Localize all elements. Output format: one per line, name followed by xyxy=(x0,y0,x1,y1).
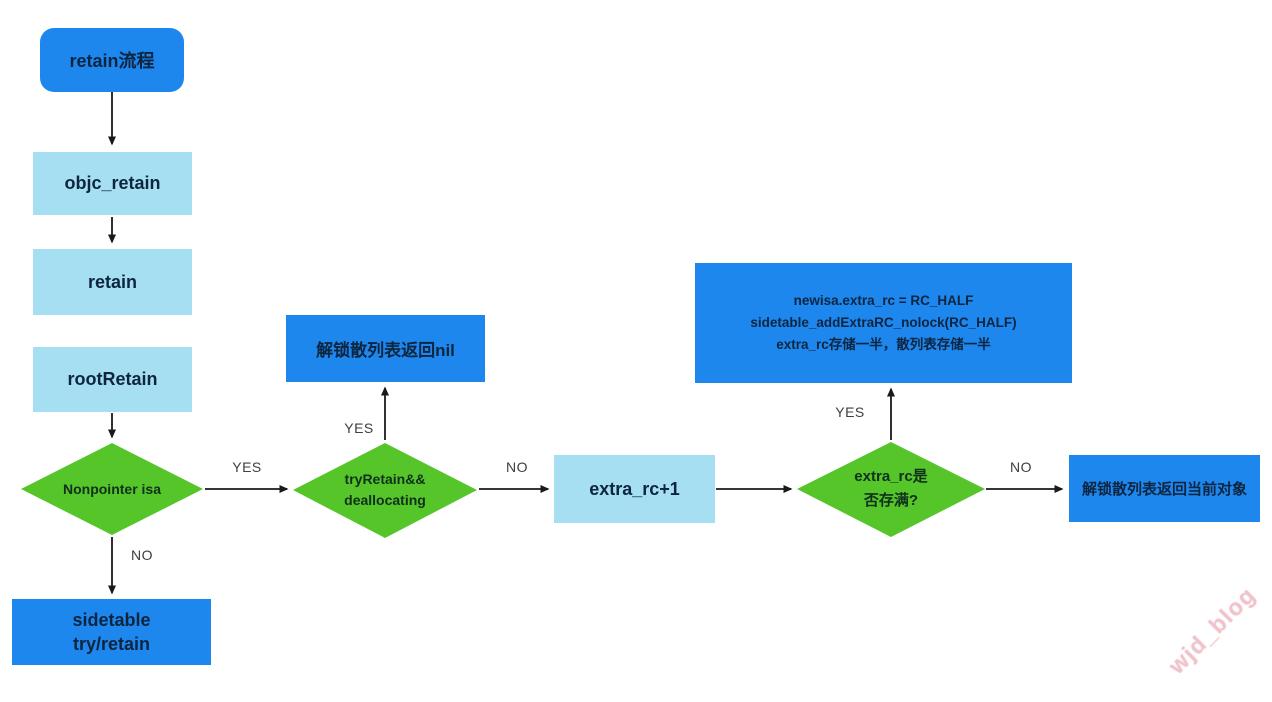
node-root-retain-label: rootRetain xyxy=(67,369,158,389)
edge-label-nonpointer-no: NO xyxy=(131,547,153,563)
node-objc-retain-label: objc_retain xyxy=(64,173,161,193)
diamond-nonpointer-isa xyxy=(21,443,203,535)
node-extra-rc-plus-1-label: extra_rc+1 xyxy=(589,478,680,499)
node-start-retain-flow: retain流程 xyxy=(40,28,184,92)
diamond-extra-rc-full xyxy=(797,442,985,537)
diamond-try-retain-deallocating xyxy=(293,443,477,538)
edge-label-deallocating-no: NO xyxy=(506,459,528,475)
node-unlock-return-nil: 解锁散列表返回nil xyxy=(286,315,485,382)
node-store-half-label: newisa.extra_rc = RC_HALF sidetable_addE… xyxy=(750,292,1017,353)
node-extra-rc-plus-1: extra_rc+1 xyxy=(554,455,715,523)
node-objc-retain: objc_retain xyxy=(33,152,192,215)
node-retain: retain xyxy=(33,249,192,315)
edge-label-full-no: NO xyxy=(1010,459,1032,475)
edge-label-deallocating-yes: YES xyxy=(344,420,374,436)
node-root-retain: rootRetain xyxy=(33,347,192,412)
node-start-label: retain流程 xyxy=(69,51,155,71)
node-unlock-return-nil-label: 解锁散列表返回nil xyxy=(316,341,455,360)
edge-label-nonpointer-yes: YES xyxy=(232,459,262,475)
node-retain-label: retain xyxy=(87,271,138,292)
node-sidetable-try-retain-label: sidetable try/retain xyxy=(72,609,151,654)
node-store-half: newisa.extra_rc = RC_HALF sidetable_addE… xyxy=(695,263,1072,383)
edge-label-full-yes: YES xyxy=(835,404,865,420)
node-sidetable-try-retain: sidetable try/retain xyxy=(12,599,211,665)
node-unlock-return-object-label: 解锁散列表返回当前对象 xyxy=(1081,481,1247,498)
node-unlock-return-object: 解锁散列表返回当前对象 xyxy=(1069,455,1260,522)
